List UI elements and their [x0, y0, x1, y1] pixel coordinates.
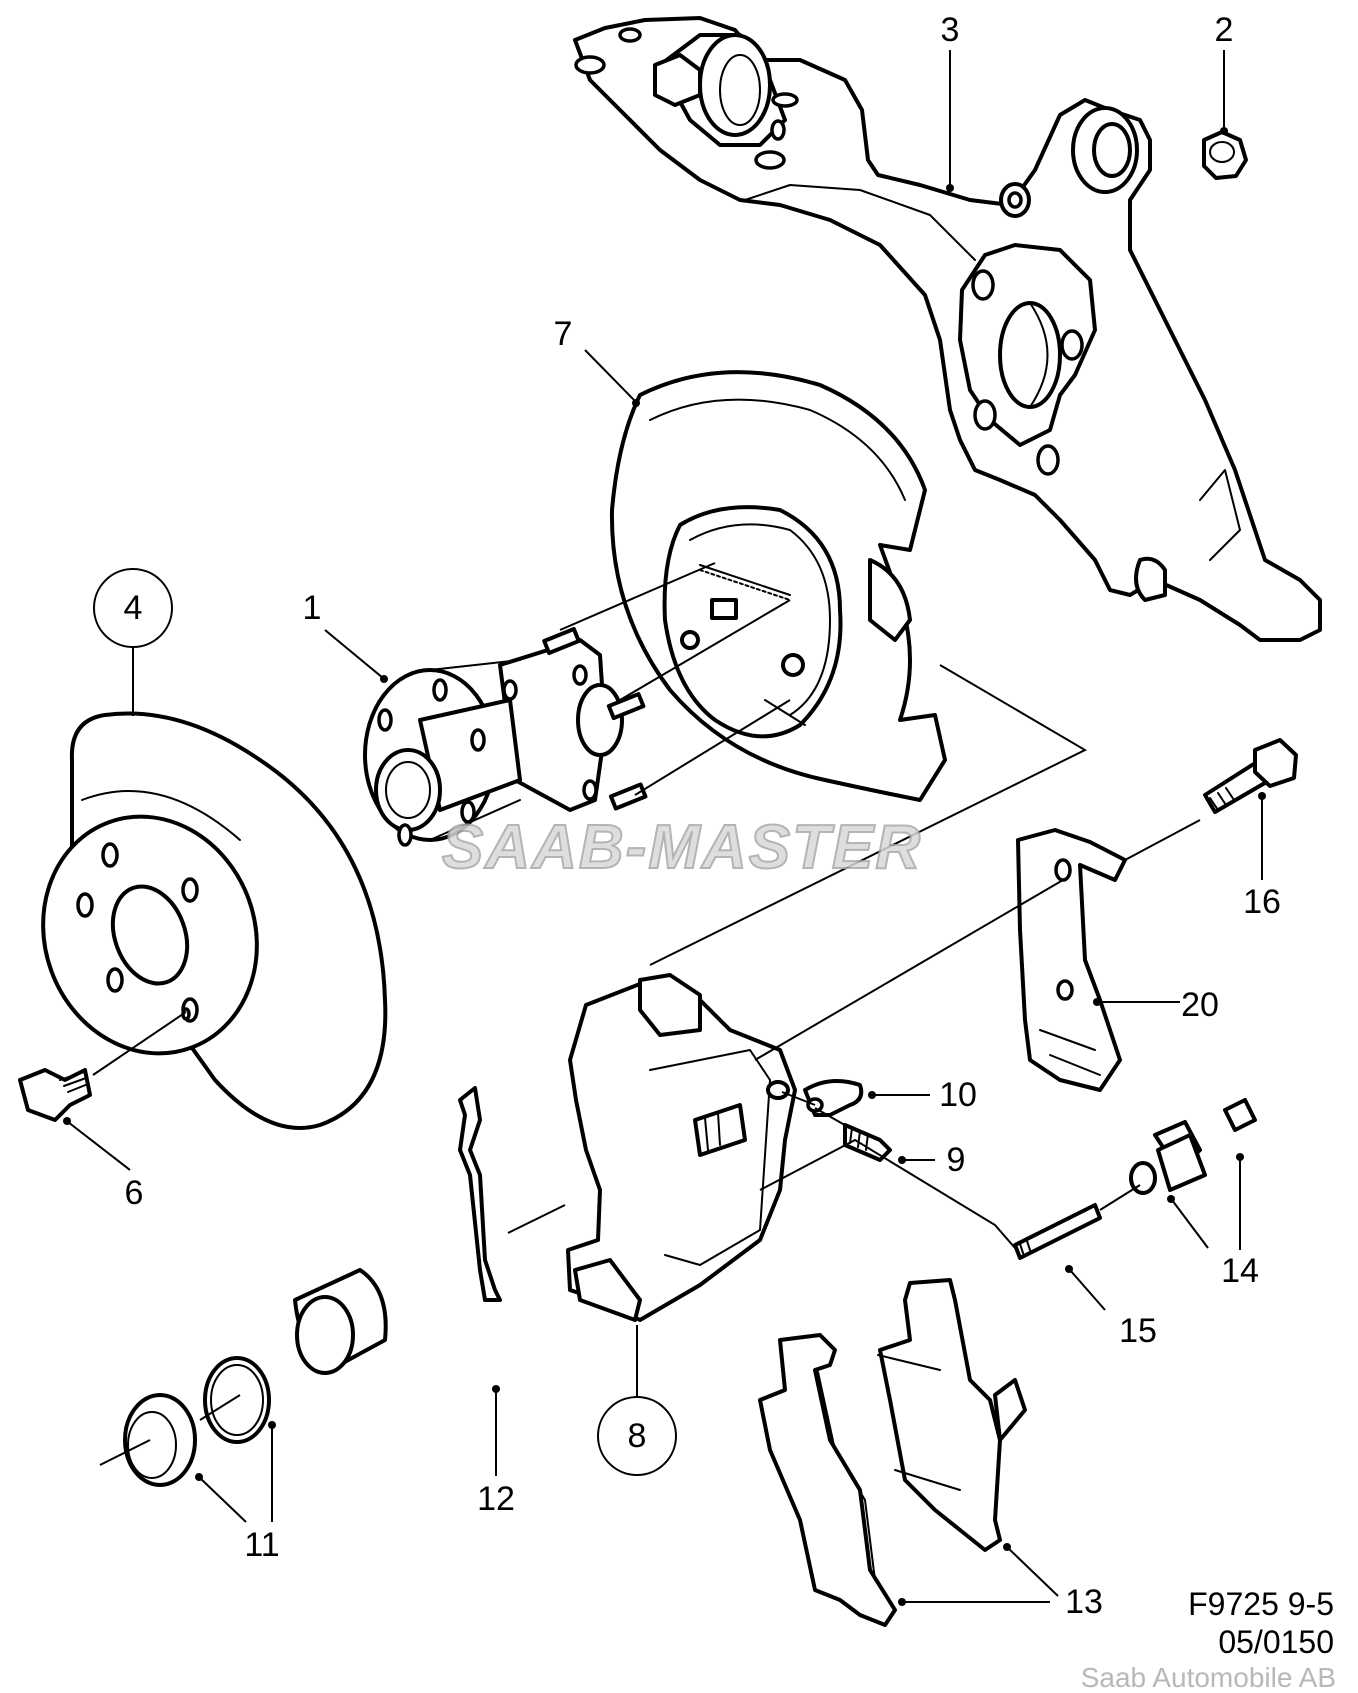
- callout-16[interactable]: 20: [1181, 986, 1219, 1024]
- callout-3[interactable]: 3: [940, 11, 960, 49]
- callout-20[interactable]: 13: [1065, 1583, 1103, 1621]
- assembly-lines: [92, 562, 1201, 1466]
- part-flange-nut: [1202, 130, 1248, 180]
- part-caliper-bolt: [1203, 738, 1298, 814]
- part-brake-disc: [41, 711, 388, 1130]
- part-retaining-spring: [458, 1086, 502, 1302]
- callout-12[interactable]: 12: [477, 1480, 515, 1518]
- callout-1[interactable]: 1: [302, 589, 322, 627]
- part-bleeder-cap: [803, 1079, 864, 1117]
- part-guide-bushing: [1129, 1098, 1257, 1195]
- revision-code: 05/0150: [1218, 1624, 1334, 1660]
- figure-code: F9725 9-5: [1188, 1586, 1334, 1622]
- part-disc-screw: [18, 1068, 92, 1122]
- copyright-text: Saab Automobile AB: [1080, 1662, 1336, 1693]
- part-wheel-hub: [363, 626, 648, 847]
- callout-11[interactable]: 11: [244, 1526, 280, 1564]
- callout-9[interactable]: 9: [946, 1141, 966, 1179]
- callout-4-circled[interactable]: 4: [93, 568, 173, 648]
- callout-2[interactable]: 2: [1214, 11, 1234, 49]
- part-brake-caliper: [566, 973, 797, 1322]
- callout-13[interactable]: 14: [1221, 1252, 1259, 1290]
- part-piston-seals: [123, 1268, 388, 1487]
- part-caliper-bracket: [1016, 828, 1127, 1092]
- callout-14[interactable]: 15: [1119, 1312, 1157, 1350]
- callout-8-circled[interactable]: 8: [597, 1396, 677, 1476]
- callout-7[interactable]: 7: [553, 315, 573, 353]
- watermark: SAAB-MASTER: [441, 812, 923, 883]
- callout-15[interactable]: 16: [1243, 883, 1281, 921]
- callout-6[interactable]: 6: [124, 1174, 144, 1212]
- part-guide-pin: [1013, 1203, 1102, 1260]
- leader-lines: [63, 50, 1266, 1606]
- part-brake-pads: [758, 1278, 1027, 1627]
- part-steering-knuckle: [573, 16, 1322, 642]
- callout-10[interactable]: 10: [939, 1076, 977, 1114]
